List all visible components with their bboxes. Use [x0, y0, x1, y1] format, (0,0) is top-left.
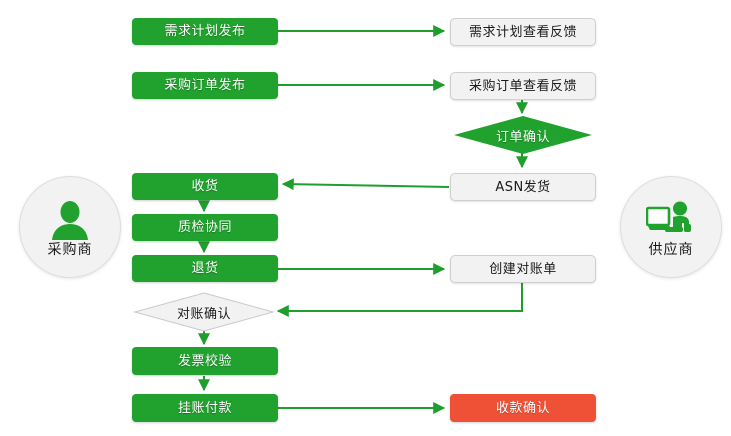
node-label: 创建对账单 [489, 261, 557, 277]
edge-asn-to-receive [281, 178, 450, 191]
node-invoice-check[interactable]: 发票校验 [132, 347, 278, 375]
node-po-feedback[interactable]: 采购订单查看反馈 [450, 72, 596, 100]
node-quality-collab[interactable]: 质检协同 [132, 214, 278, 241]
node-create-statement[interactable]: 创建对账单 [450, 255, 596, 283]
node-accrue-payment[interactable]: 挂账付款 [132, 394, 278, 422]
node-demand-plan-publish[interactable]: 需求计划发布 [132, 18, 278, 45]
node-order-confirm[interactable]: 订单确认 [454, 116, 592, 154]
node-po-publish[interactable]: 采购订单发布 [132, 72, 278, 99]
node-label: 退货 [191, 261, 219, 276]
node-label: 对账确认 [176, 306, 231, 322]
actor-supplier[interactable]: 供应商 [620, 176, 722, 278]
node-label: 采购订单发布 [164, 78, 246, 93]
node-demand-plan-feedback[interactable]: 需求计划查看反馈 [450, 18, 596, 46]
node-label: 收款确认 [495, 400, 550, 416]
node-statement-confirm[interactable]: 对账确认 [133, 292, 275, 332]
node-label: 需求计划发布 [164, 24, 246, 39]
node-label: 采购订单查看反馈 [468, 78, 577, 94]
node-label: ASN发货 [495, 179, 551, 195]
actor-buyer[interactable]: 采购商 [19, 176, 121, 278]
node-return-goods[interactable]: 退货 [132, 255, 278, 282]
node-asn-ship[interactable]: ASN发货 [450, 173, 596, 201]
node-receive-goods[interactable]: 收货 [132, 173, 278, 200]
node-label: 发票校验 [177, 353, 232, 369]
node-label: 挂账付款 [177, 400, 232, 416]
node-payment-confirm[interactable]: 收款确认 [450, 394, 596, 422]
person-silhouette-icon [44, 198, 96, 240]
node-label: 质检协同 [177, 220, 232, 235]
actor-supplier-label: 供应商 [648, 241, 694, 258]
node-label: 订单确认 [495, 129, 550, 145]
person-at-computer-icon [645, 198, 697, 240]
node-label: 需求计划查看反馈 [468, 24, 577, 40]
edge-statement-to-reconcile [276, 283, 523, 317]
actor-buyer-label: 采购商 [47, 241, 93, 258]
node-label: 收货 [191, 179, 219, 194]
